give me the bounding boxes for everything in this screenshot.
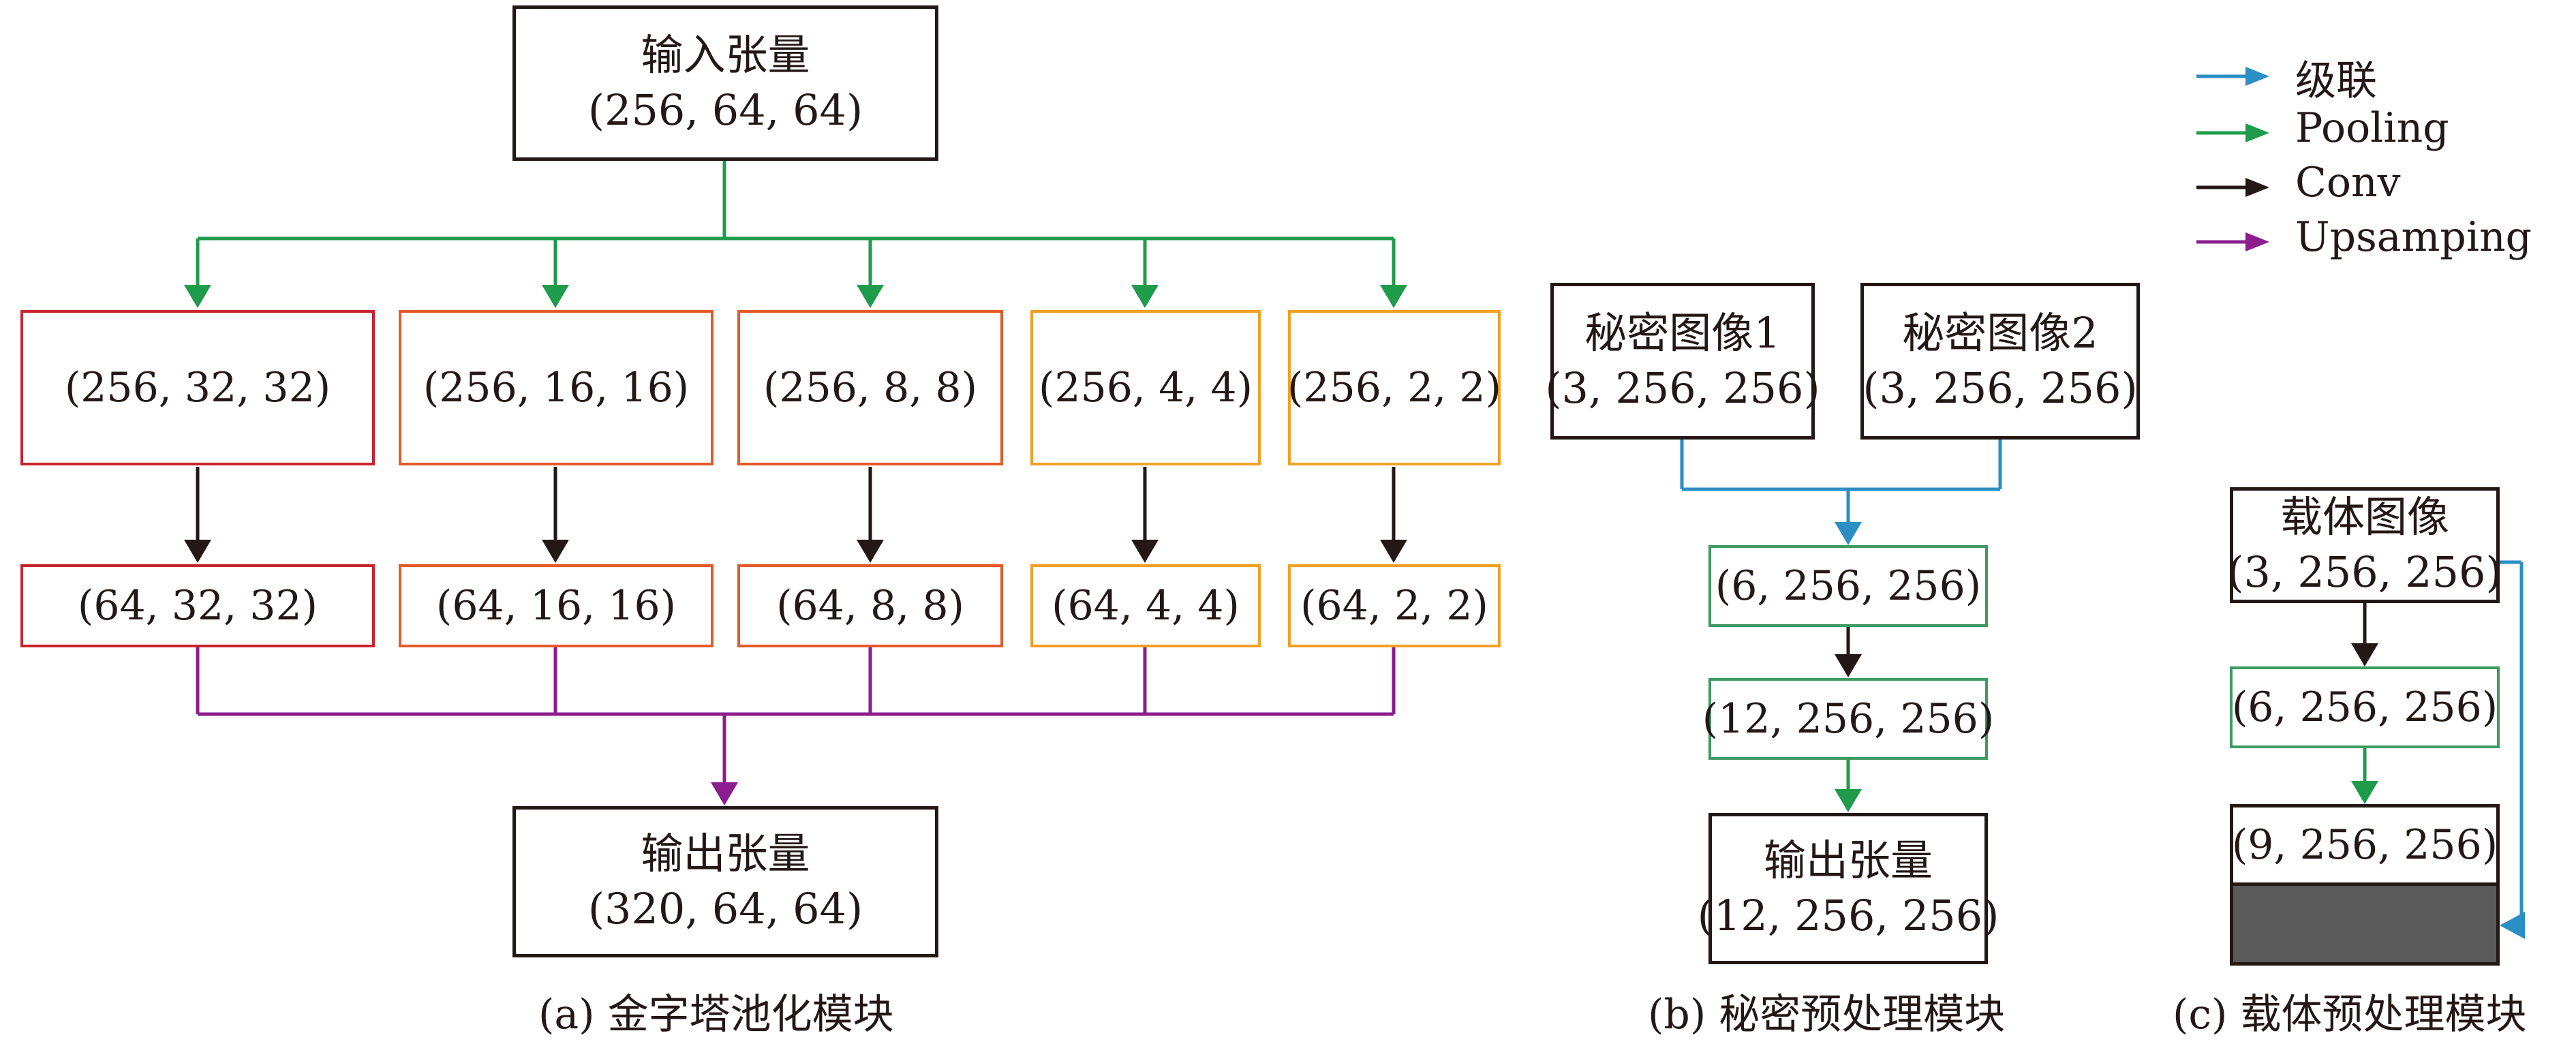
legend-label-conv: Conv <box>2295 159 2401 206</box>
secret-output-shape: (12, 256, 256) <box>1697 891 1999 940</box>
secret-concat-node: (6, 256, 256) <box>1708 545 1988 627</box>
cover-image-shape: (3, 256, 256) <box>2227 547 2502 597</box>
cover-conv-node: (6, 256, 256) <box>2230 666 2500 748</box>
concat-connectors-b <box>1680 440 2002 525</box>
conv-node: (64, 4, 4) <box>1030 564 1261 647</box>
secret-image-1-shape: (3, 256, 256) <box>1545 363 1820 413</box>
conv-shape: (64, 4, 4) <box>1052 582 1240 630</box>
conv-shape: (64, 32, 32) <box>77 582 318 630</box>
secret-concat-shape: (6, 256, 256) <box>1715 562 1982 610</box>
pooled-shape: (256, 4, 4) <box>1039 364 1253 412</box>
conv-arrowhead-c <box>2351 643 2378 666</box>
pooling-connectors <box>194 160 1396 306</box>
legend-arrows <box>2196 67 2269 251</box>
pooling-arrowheads <box>184 285 1407 308</box>
caption-panel-a: (a) 金字塔池化模块 <box>538 991 894 1039</box>
conv-arrowhead-b <box>1835 654 1862 677</box>
output-tensor-node: 输出张量 (320, 64, 64) <box>512 806 938 957</box>
secret-output-node: 输出张量 (12, 256, 256) <box>1698 813 1999 964</box>
cover-image-node: 载体图像 (3, 256, 256) <box>2227 487 2502 603</box>
output-tensor-shape: (320, 64, 64) <box>587 884 863 934</box>
conv-node: (64, 32, 32) <box>20 564 375 647</box>
conv-node: (64, 2, 2) <box>1288 564 1501 647</box>
pooling-arrowhead-b <box>1835 789 1862 812</box>
pooled-node: (256, 4, 4) <box>1030 310 1261 465</box>
conv-shape: (64, 2, 2) <box>1300 582 1488 630</box>
conv-arrowheads <box>184 540 1407 563</box>
caption-panel-b: (b) 秘密预处理模块 <box>1648 991 2006 1039</box>
conv-shape: (64, 16, 16) <box>435 582 677 630</box>
conv-connectors <box>196 467 1396 545</box>
legend-label-concat: 级联 <box>2295 57 2377 105</box>
conv-shape: (64, 8, 8) <box>776 582 964 630</box>
pooled-node: (256, 8, 8) <box>737 310 1003 465</box>
concat-arrowhead-c <box>2500 912 2525 939</box>
output-tensor-title: 输出张量 <box>641 829 810 879</box>
caption-panel-c: (c) 载体预处理模块 <box>2173 991 2527 1039</box>
pooled-shape: (256, 8, 8) <box>763 364 977 412</box>
input-tensor-title: 输入张量 <box>641 30 810 80</box>
input-tensor-node: 输入张量 (256, 64, 64) <box>512 5 938 161</box>
cover-concat-shape: (9, 256, 256) <box>2231 821 2498 869</box>
cover-conv-shape: (6, 256, 256) <box>2231 683 2498 731</box>
secret-conv-shape: (12, 256, 256) <box>1702 695 1995 743</box>
pooled-shape: (256, 32, 32) <box>64 364 331 412</box>
upsampling-arrowhead <box>711 782 738 805</box>
upsampling-connectors <box>196 647 1396 784</box>
legend-label-upsampling: Upsamping <box>2295 213 2532 261</box>
pooled-node: (256, 2, 2) <box>1287 310 1501 465</box>
secret-image-2-shape: (3, 256, 256) <box>1862 363 2138 413</box>
input-tensor-shape: (256, 64, 64) <box>587 85 863 135</box>
secret-output-title: 输出张量 <box>1763 835 1933 886</box>
secret-image-2-node: 秘密图像2 (3, 256, 256) <box>1860 283 2140 440</box>
cover-image-title: 载体图像 <box>2280 492 2449 542</box>
cover-concat-node: (9, 256, 256) <box>2230 804 2500 886</box>
secret-image-1-title: 秘密图像1 <box>1584 308 1781 358</box>
pooled-shape: (256, 2, 2) <box>1287 364 1501 412</box>
legend-label-pooling: Pooling <box>2295 104 2449 152</box>
pooled-node: (256, 32, 32) <box>20 310 375 465</box>
secret-feature-block <box>2230 882 2500 966</box>
conv-node: (64, 8, 8) <box>737 564 1003 647</box>
conv-node: (64, 16, 16) <box>399 564 714 647</box>
secret-conv-node: (12, 256, 256) <box>1702 678 1994 760</box>
pooled-shape: (256, 16, 16) <box>423 364 690 412</box>
pooled-node: (256, 16, 16) <box>399 310 714 465</box>
concat-connector-c <box>2500 560 2524 927</box>
secret-image-1-node: 秘密图像1 (3, 256, 256) <box>1545 283 1820 440</box>
concat-arrowhead-b <box>1835 522 1862 545</box>
pooling-arrowhead-c <box>2351 781 2378 804</box>
secret-image-2-title: 秘密图像2 <box>1902 308 2098 358</box>
